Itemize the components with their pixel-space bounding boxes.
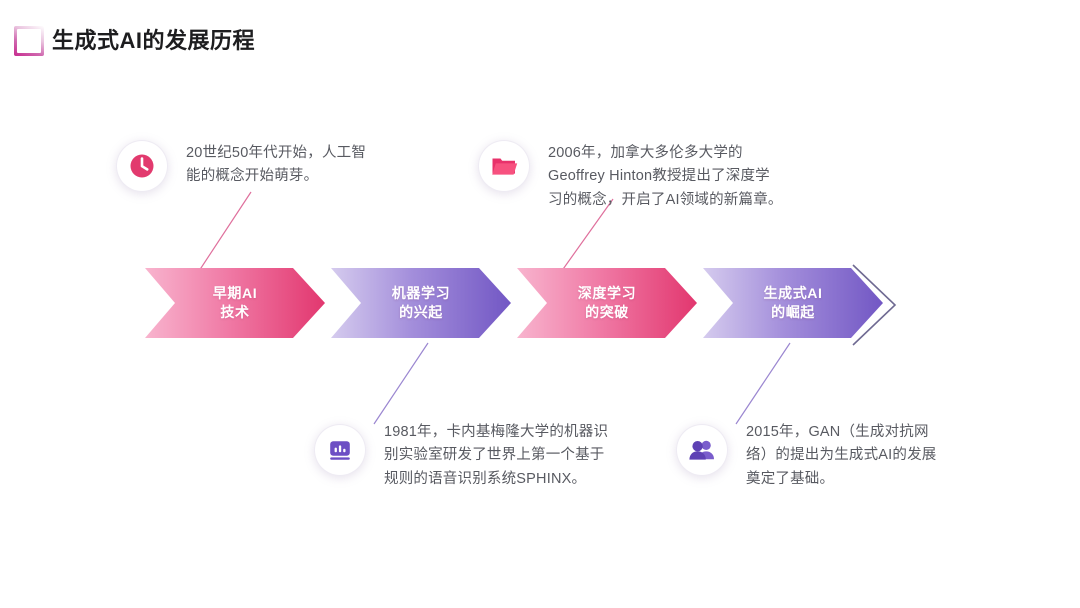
note-2: 2006年，加拿大多伦多大学的 Geoffrey Hinton教授提出了深度学 … bbox=[478, 140, 783, 212]
stage-arrow-1[interactable]: 早期AI 技术 bbox=[145, 268, 325, 338]
stage-arrow-1-label: 早期AI 技术 bbox=[212, 285, 258, 320]
stage-arrow-4[interactable]: 生成式AI 的崛起 bbox=[703, 268, 883, 338]
title-bracket-decoration bbox=[14, 26, 44, 56]
note-1: 20世纪50年代开始，人工智 能的概念开始萌芽。 bbox=[116, 140, 366, 192]
stage-arrow-1-shape bbox=[145, 268, 325, 338]
folder-icon bbox=[478, 140, 530, 192]
stage-arrow-4-shape bbox=[703, 268, 883, 338]
note-4: 2015年，GAN（生成对抗网 络）的提出为生成式AI的发展 奠定了基础。 bbox=[676, 424, 937, 491]
note-2-text: 2006年，加拿大多伦多大学的 Geoffrey Hinton教授提出了深度学 … bbox=[548, 145, 783, 208]
stage-arrow-3-shape bbox=[517, 268, 697, 338]
note-3: 1981年，卡内基梅隆大学的机器识 别实验室研发了世界上第一个基于 规则的语音识… bbox=[314, 424, 608, 491]
note-1-text: 20世纪50年代开始，人工智 能的概念开始萌芽。 bbox=[186, 145, 367, 185]
note-4-text: 2015年，GAN（生成对抗网 络）的提出为生成式AI的发展 奠定了基础。 bbox=[746, 424, 937, 487]
note-3-text: 1981年，卡内基梅隆大学的机器识 别实验室研发了世界上第一个基于 规则的语音识… bbox=[384, 424, 609, 487]
chart-monitor-icon bbox=[314, 424, 366, 476]
stage-arrow-2-shape bbox=[331, 268, 511, 338]
clock-icon bbox=[116, 140, 168, 192]
stage-arrow-3-label: 深度学习 的突破 bbox=[577, 285, 637, 320]
trailing-chevron-icon bbox=[852, 264, 897, 346]
stage-arrow-4-label: 生成式AI 的崛起 bbox=[763, 285, 823, 320]
stage-arrow-2-label: 机器学习 的兴起 bbox=[391, 285, 451, 320]
page-title: 生成式AI的发展历程 bbox=[52, 28, 256, 53]
stage-arrow-3[interactable]: 深度学习 的突破 bbox=[517, 268, 697, 338]
stage-arrow-2[interactable]: 机器学习 的兴起 bbox=[331, 268, 511, 338]
page-title-block: 生成式AI的发展历程 bbox=[14, 26, 255, 56]
users-icon bbox=[676, 424, 728, 476]
